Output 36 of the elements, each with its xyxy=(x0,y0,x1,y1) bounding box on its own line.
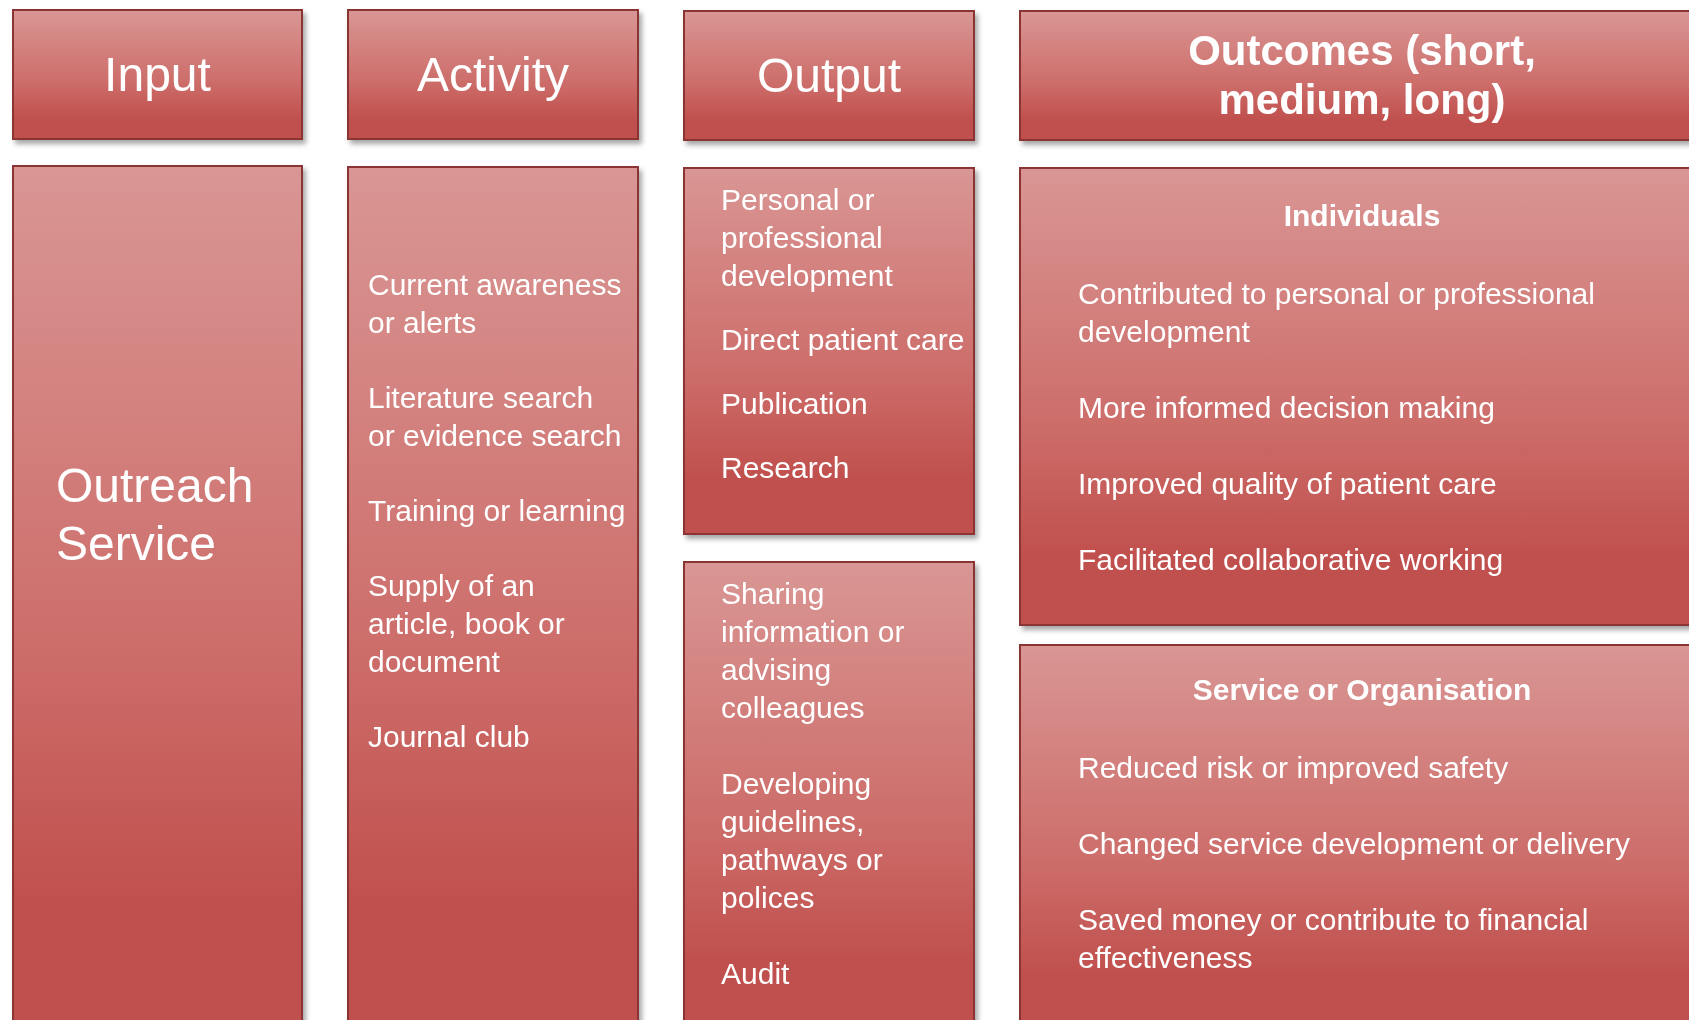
column-heading: Outcomes (short, medium, long) xyxy=(1187,27,1537,124)
list-item: Reduced risk or improved safety xyxy=(1078,750,1510,786)
list-item: Developing guidelines, pathways or polices xyxy=(721,766,884,916)
list-item: Saved money or contribute to financial effectiveness xyxy=(1078,902,1590,976)
list-item: Facilitated collaborative working xyxy=(1078,542,1505,578)
content-box xyxy=(683,561,975,1020)
content-box xyxy=(683,167,975,535)
list-item: Changed service development or delivery xyxy=(1078,826,1631,862)
column-header-box xyxy=(683,10,975,141)
list-item: More informed decision making xyxy=(1078,390,1496,426)
list-item: Training or learning xyxy=(368,493,627,529)
group-heading: Individuals xyxy=(1283,198,1441,234)
list-item: Sharing information or advising colleagues xyxy=(721,576,906,726)
list-item: Supply of an article, book or document xyxy=(368,568,566,680)
group-heading: Service or Organisation xyxy=(1192,672,1532,708)
list-item: Literature search or evidence search xyxy=(368,380,623,454)
column-heading: Input xyxy=(104,46,211,103)
input-label: Outreach Service xyxy=(56,458,255,572)
list-item: Direct patient care xyxy=(721,322,965,358)
content-box xyxy=(12,165,303,1020)
list-item: Current awareness or alerts xyxy=(368,267,623,341)
content-box xyxy=(1019,644,1689,1020)
content-box xyxy=(1019,167,1689,626)
list-item: Personal or professional development xyxy=(721,182,894,294)
list-item: Audit xyxy=(721,956,791,992)
content-box xyxy=(347,166,639,1020)
column-header-box xyxy=(12,9,303,140)
list-item: Journal club xyxy=(368,719,531,755)
column-heading: Activity xyxy=(417,46,569,103)
column-heading: Output xyxy=(756,47,902,104)
list-item: Research xyxy=(721,450,851,486)
column-header-box xyxy=(1019,10,1689,141)
list-item: Contributed to personal or professional development xyxy=(1078,276,1596,350)
column-header-box xyxy=(347,9,639,140)
list-item: Improved quality of patient care xyxy=(1078,466,1498,502)
list-item: Publication xyxy=(721,386,869,422)
